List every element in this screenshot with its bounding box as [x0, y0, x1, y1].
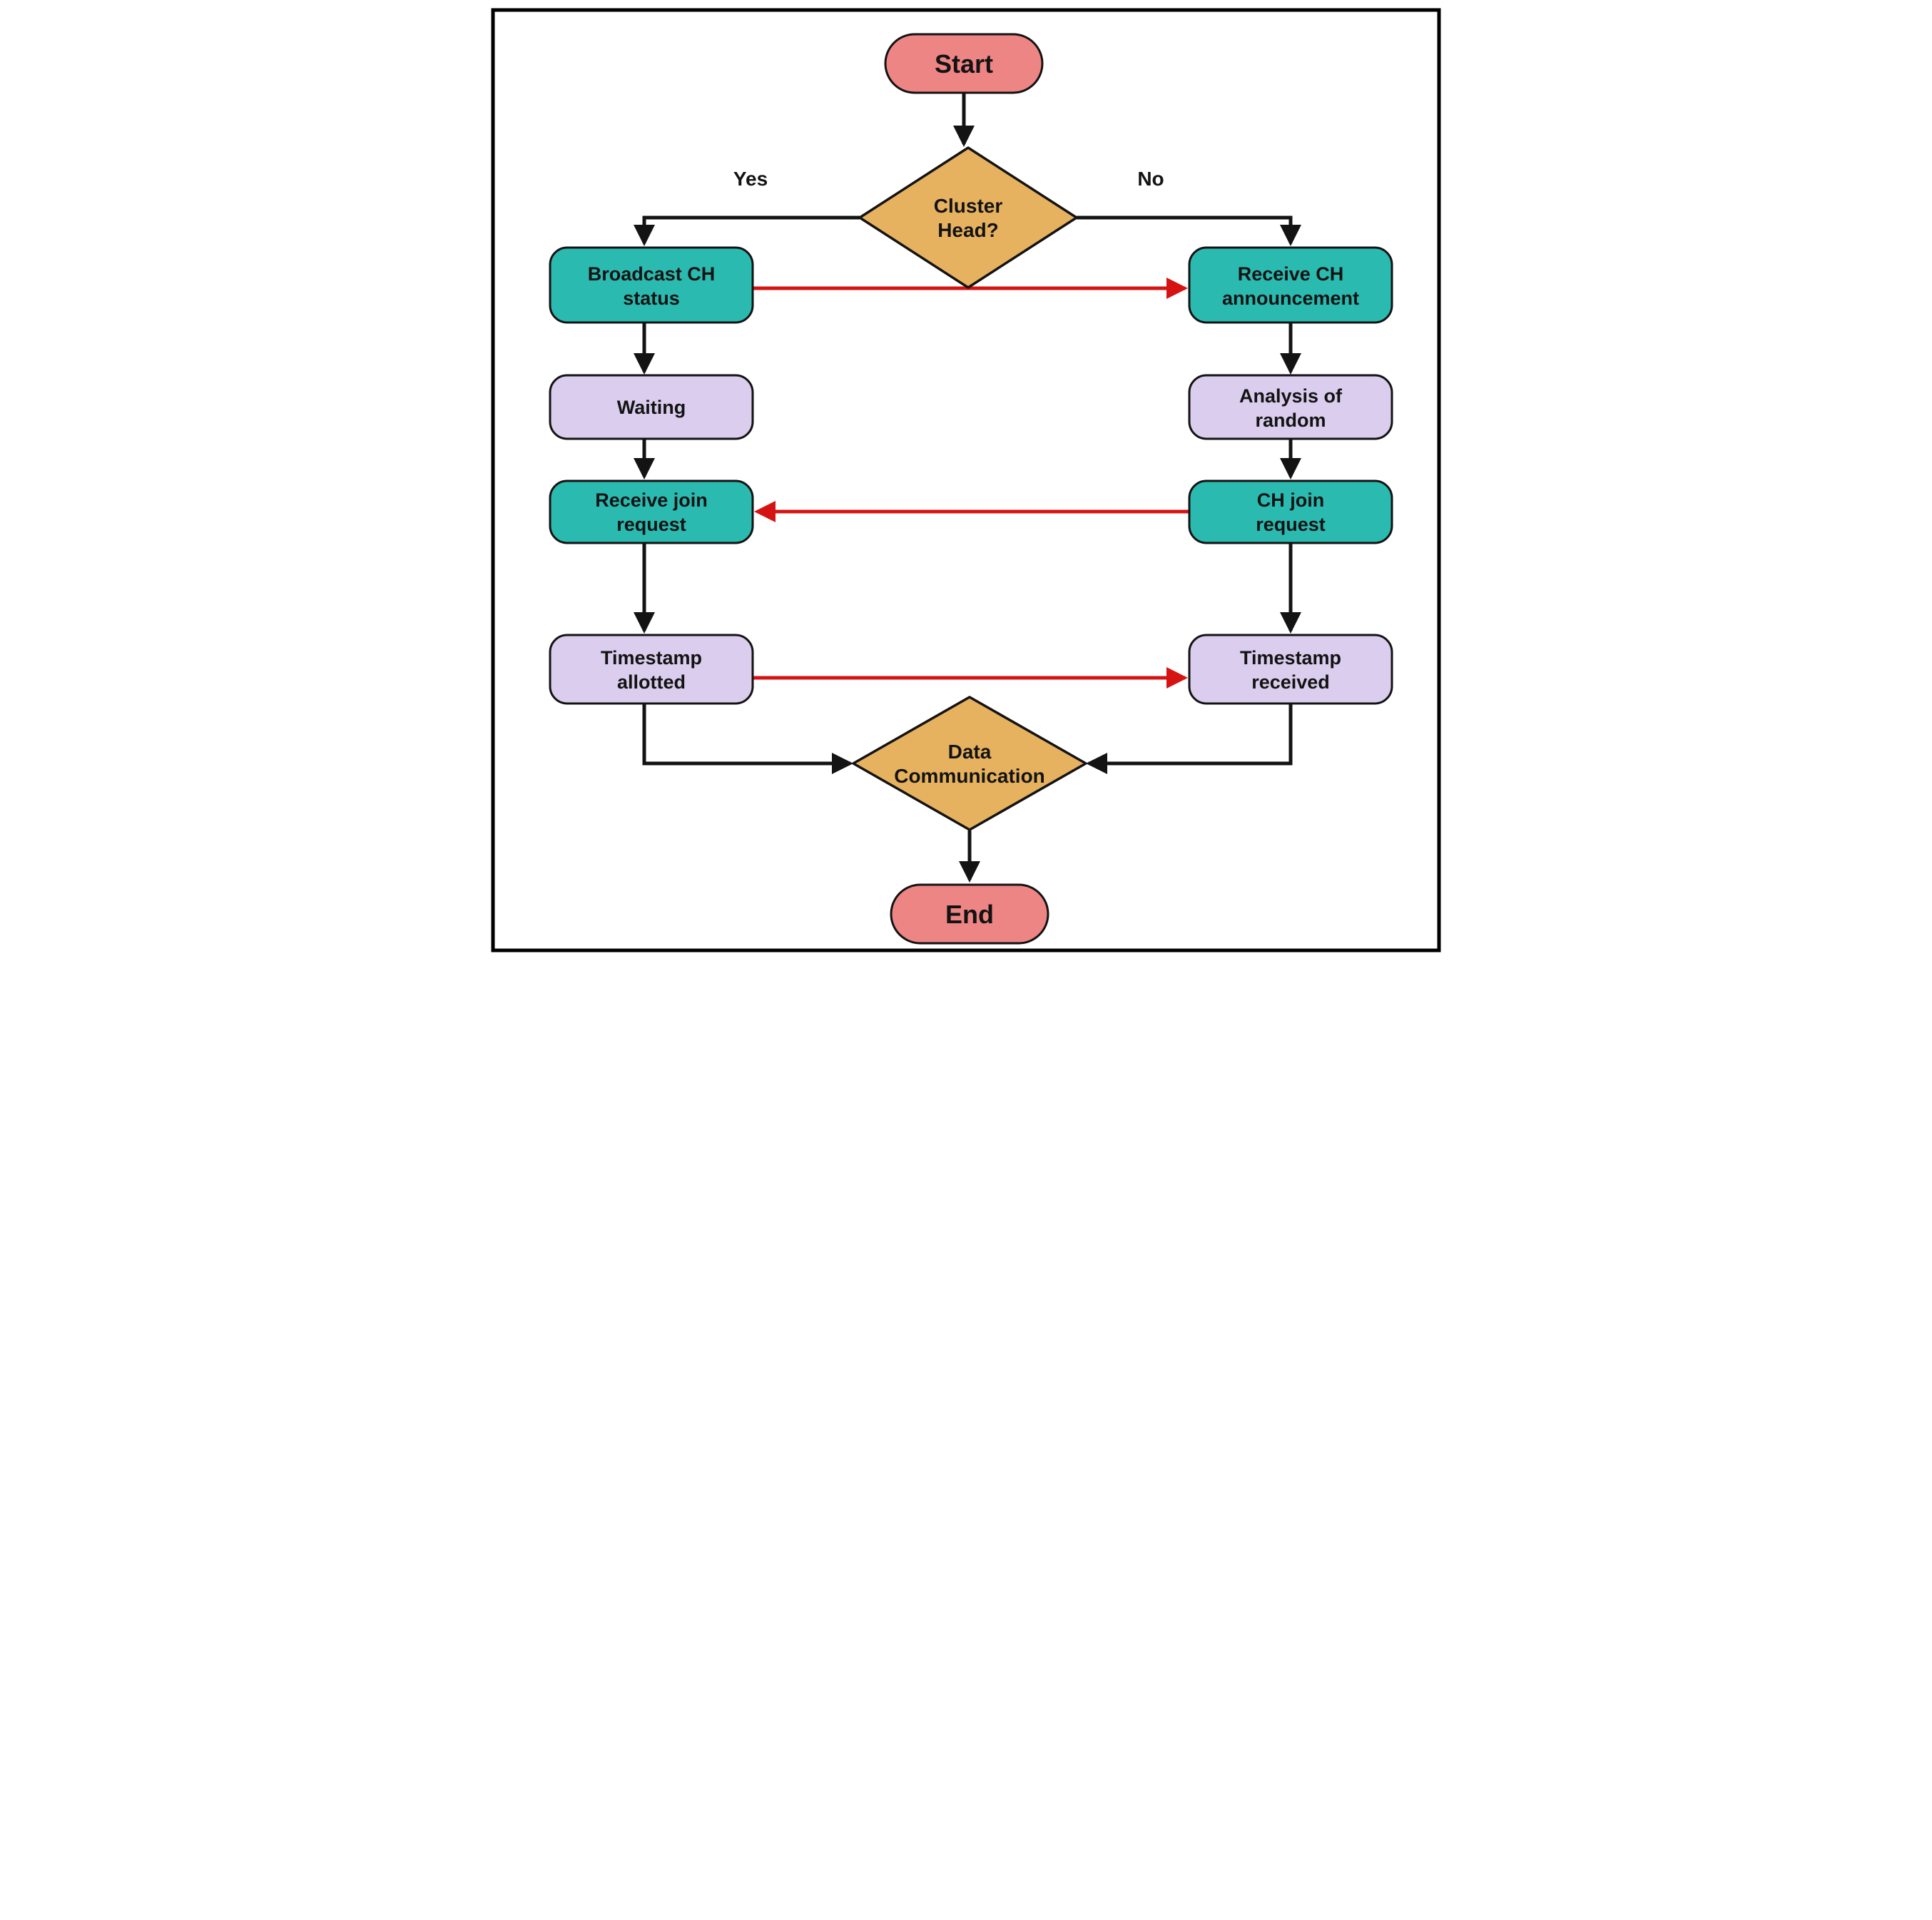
data-communication-label-line1: Data: [948, 741, 992, 763]
receive-ch-label-line2: announcement: [1222, 288, 1359, 309]
node-end: End: [890, 883, 1049, 945]
waiting-label: Waiting: [617, 397, 686, 418]
broadcast-ch-label-line2: status: [623, 288, 680, 309]
timestamp-allotted-label-line2: allotted: [617, 671, 686, 693]
node-timestamp-allotted: Timestamp allotted: [549, 634, 754, 705]
cluster-head-label-line2: Head?: [937, 219, 999, 241]
node-ch-join: CH join request: [1188, 479, 1393, 544]
start-terminal-shape: [884, 33, 1044, 94]
analysis-random-label-line2: random: [1255, 410, 1326, 431]
analysis-random-process-shape: [1188, 374, 1393, 440]
edge-timestamp-allotted-to-data-communication: [642, 704, 853, 774]
receive-join-process-shape: [549, 479, 754, 544]
data-communication-decision-shape: [852, 696, 1087, 831]
timestamp-received-label-line1: Timestamp: [1240, 647, 1341, 669]
end-label: End: [945, 900, 994, 929]
edge-cluster-head-yes-to-broadcast: [634, 215, 860, 246]
node-receive-ch: Receive CH announcement: [1188, 246, 1393, 324]
node-analysis-random: Analysis of random: [1188, 374, 1393, 440]
broadcast-ch-label-line1: Broadcast CH: [588, 263, 716, 285]
flowchart: Yes No Start Cluster Head? Broadcast CH …: [491, 8, 1441, 953]
broadcast-ch-process-shape: [549, 246, 754, 324]
timestamp-received-process-shape: [1188, 634, 1393, 705]
receive-ch-label-line1: Receive CH: [1238, 263, 1344, 285]
node-cluster-head: Cluster Head?: [858, 146, 1078, 289]
node-waiting: Waiting: [549, 374, 754, 440]
node-broadcast-ch: Broadcast CH status: [549, 246, 754, 324]
edge-cluster-head-no-to-receive-ch: [1077, 215, 1301, 246]
branch-label-no: No: [1137, 168, 1164, 190]
start-label: Start: [935, 49, 993, 78]
branch-label-yes: Yes: [733, 168, 768, 190]
cluster-head-label-line1: Cluster: [934, 195, 1003, 217]
node-timestamp-received: Timestamp received: [1188, 634, 1393, 705]
timestamp-allotted-process-shape: [549, 634, 754, 705]
timestamp-received-label-line2: received: [1251, 671, 1330, 693]
analysis-random-label-line1: Analysis of: [1239, 385, 1343, 407]
ch-join-label-line1: CH join: [1257, 489, 1325, 511]
node-receive-join: Receive join request: [549, 479, 754, 544]
node-data-communication: Data Communication: [852, 696, 1087, 831]
timestamp-allotted-label-line1: Timestamp: [601, 647, 702, 669]
cluster-head-decision-shape: [858, 146, 1078, 289]
ch-join-process-shape: [1188, 479, 1393, 544]
receive-ch-process-shape: [1188, 246, 1393, 324]
data-communication-label-line2: Communication: [894, 765, 1045, 787]
flowchart-canvas: Yes No Start Cluster Head? Broadcast CH …: [483, 0, 1449, 960]
ch-join-label-line2: request: [1256, 514, 1326, 535]
edge-timestamp-received-to-data-communication: [1086, 704, 1293, 774]
receive-join-label-line1: Receive join: [595, 489, 708, 511]
waiting-process-shape: [549, 374, 754, 440]
receive-join-label-line2: request: [616, 514, 686, 535]
node-start: Start: [884, 33, 1044, 94]
end-terminal-shape: [890, 883, 1049, 945]
